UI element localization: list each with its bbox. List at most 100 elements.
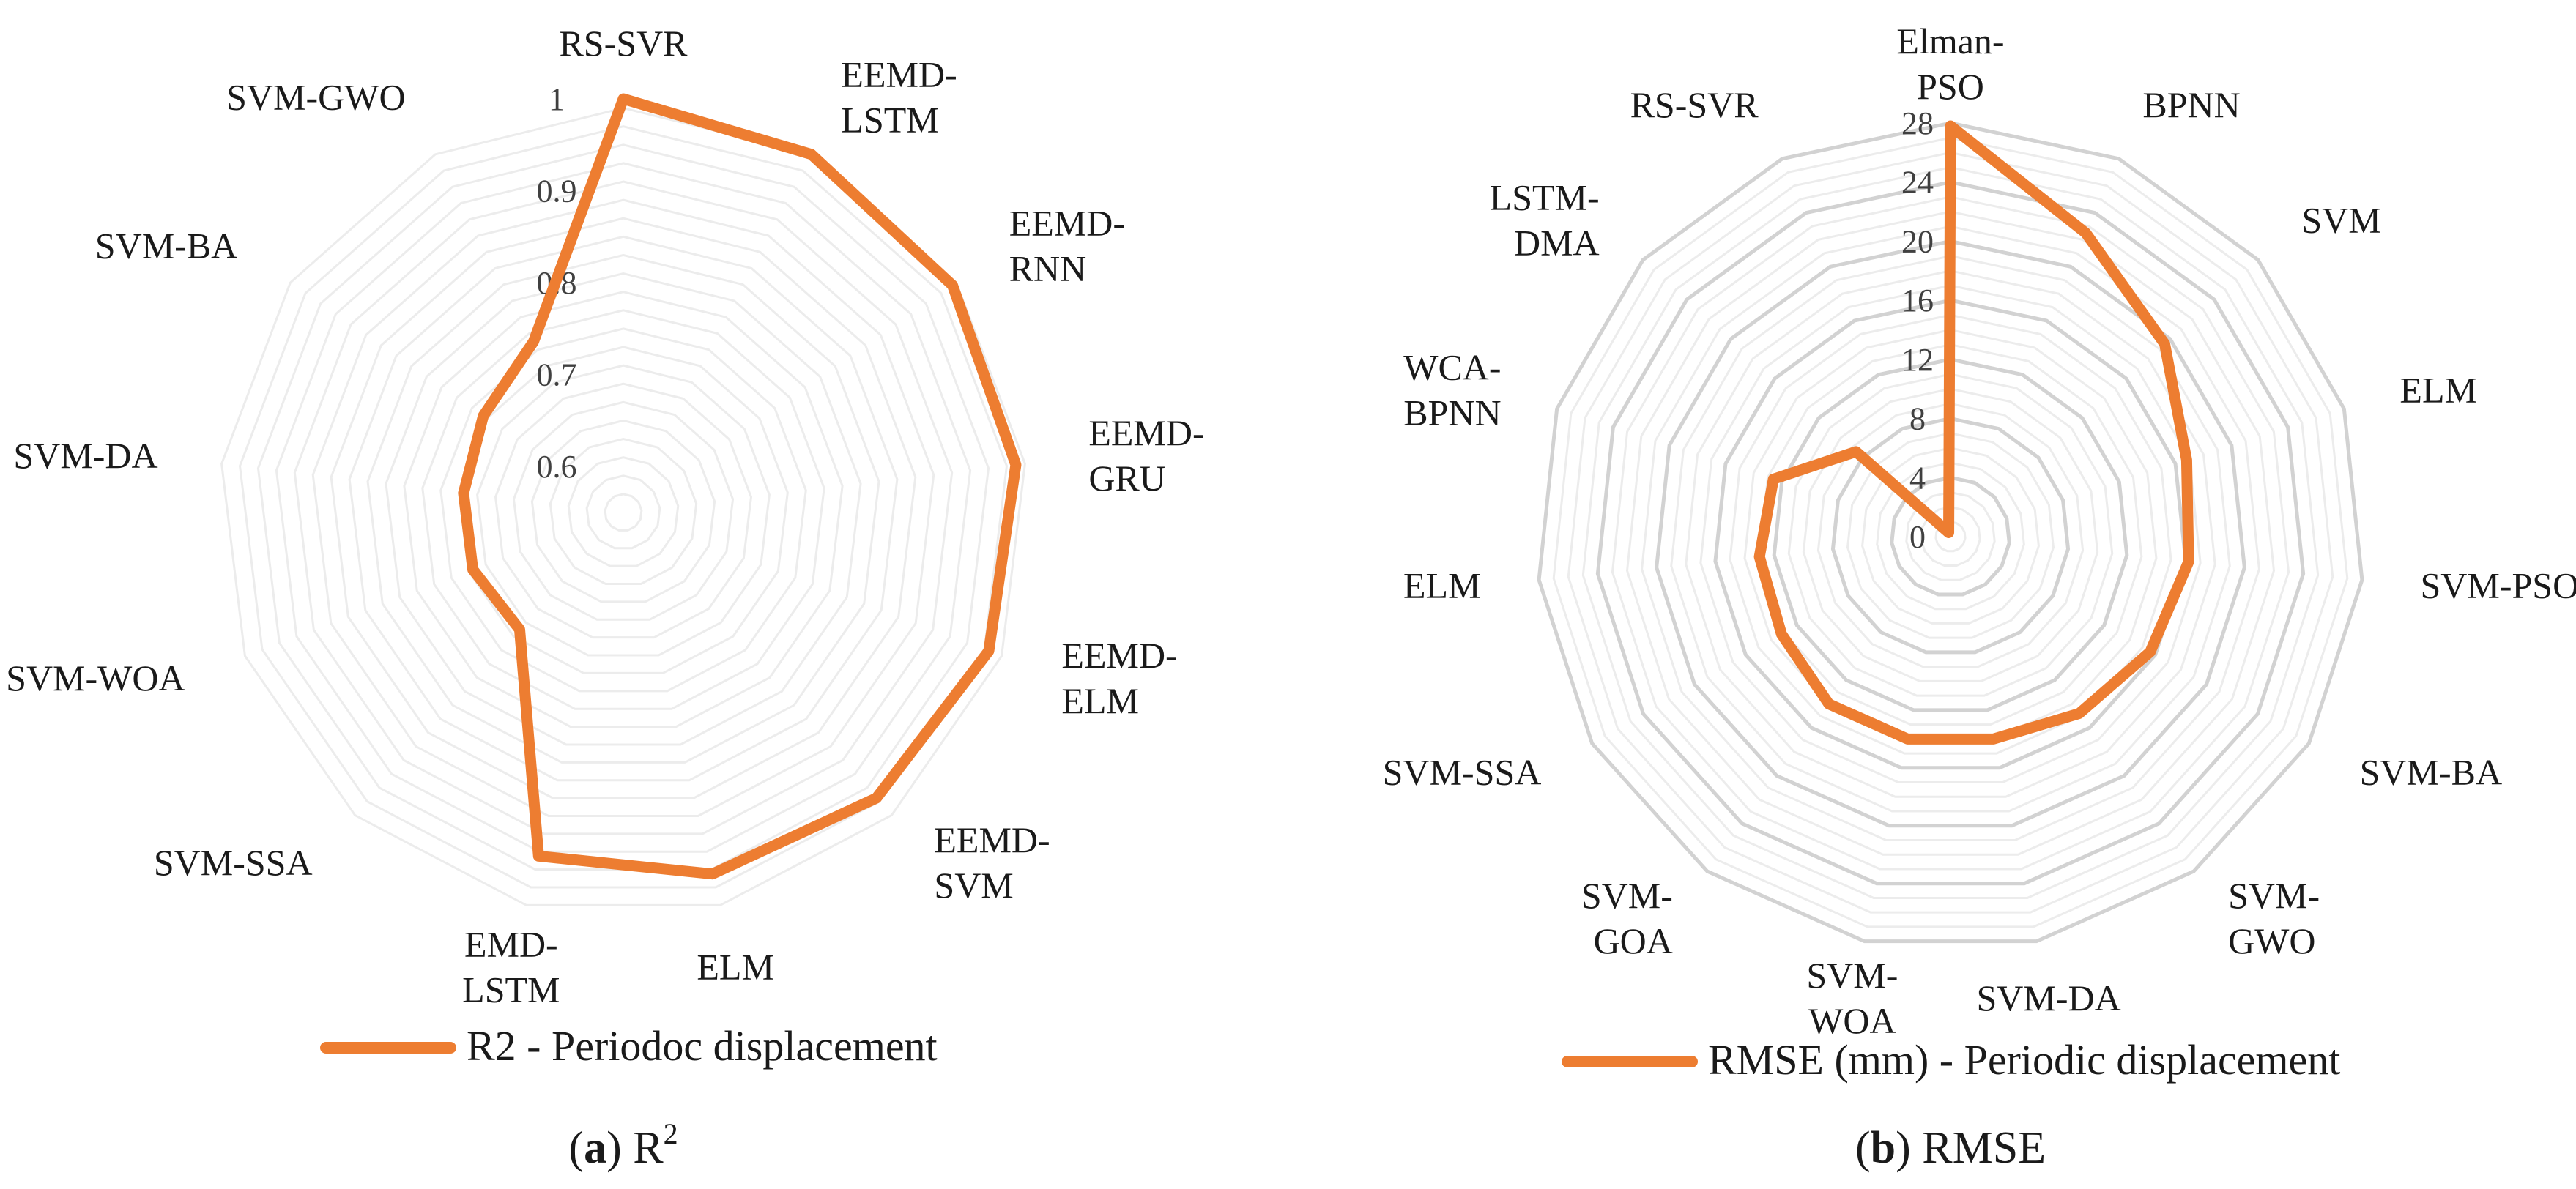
tick-label: 0.6	[537, 449, 577, 485]
category-label: SVM-DA	[13, 435, 157, 476]
category-label: EEMD-SVM	[934, 819, 1050, 906]
grid-ring-minor	[494, 382, 753, 639]
grid-ring-minor	[1670, 255, 2231, 813]
series-line	[1753, 120, 2194, 745]
category-label: BPNN	[2142, 84, 2240, 125]
grid-ring-minor	[567, 456, 680, 567]
category-labels: RS-SVR EEMD-LSTM EEMD-RNN EEMD-GRU EEMD-ELM E…	[6, 23, 1204, 1010]
grid-ring-minor	[604, 493, 643, 532]
category-label: SVM-WOA	[1806, 955, 1898, 1041]
category-label: SVM-BA	[95, 225, 237, 266]
grid-ring-minor	[403, 291, 844, 728]
grid-ring-major	[1713, 298, 2188, 770]
radial-tick-labels: 0 4 8 12 16 20 24 28	[1901, 105, 1934, 555]
legend-label: R2 - Periodoc displacement	[467, 1022, 938, 1070]
tick-label: 20	[1901, 223, 1934, 259]
category-label: SVM-GWO	[2228, 875, 2320, 961]
category-label: RS-SVR	[559, 23, 688, 64]
category-label: SVM-SSA	[1383, 752, 1542, 793]
tick-label: 0.7	[537, 357, 577, 393]
category-label: ELM	[2399, 370, 2477, 411]
grid-ring-major	[1537, 121, 2364, 944]
grid-ring-minor	[1816, 402, 2085, 668]
grid-ring-minor	[1567, 151, 2334, 914]
grid-ring-minor	[238, 125, 1009, 889]
panel-caption: (a) R2	[568, 1117, 678, 1173]
tick-label: 1	[549, 81, 565, 117]
grid-ring-major	[1595, 180, 2306, 886]
grid-ring-minor	[220, 107, 1026, 906]
category-label: EEMD-GRU	[1088, 412, 1204, 499]
legend: RMSE (mm) - Periodic displacement	[1562, 1036, 2340, 1084]
tick-label: 12	[1901, 342, 1934, 378]
grid-ring-minor	[549, 438, 698, 586]
category-label: LSTM-DMA	[1490, 176, 1600, 263]
radial-tick-labels: 0.60.70.80.91	[537, 81, 577, 485]
series-line	[458, 93, 1022, 880]
grid-ring-minor	[512, 400, 735, 621]
grid-ring-minor	[1846, 432, 2055, 639]
grid-ring-minor	[1920, 506, 1981, 567]
grid-ring-minor	[275, 162, 972, 853]
tick-label: 8	[1909, 401, 1926, 437]
grid-ring-minor	[476, 364, 771, 657]
grid-ring-minor	[1861, 447, 2040, 625]
tick-label: 0.9	[537, 174, 577, 209]
category-label: ELM	[1403, 564, 1481, 605]
grid-ring-minor	[348, 235, 899, 782]
category-label: SVM-GOA	[1581, 875, 1673, 961]
grid-ring-minor	[421, 309, 825, 710]
category-label: SVM-BA	[2360, 752, 2502, 793]
category-label: SVM-PSO	[2420, 564, 2576, 605]
category-label: WCA-BPNN	[1403, 347, 1501, 433]
panel-caption: (b) RMSE	[1855, 1123, 2046, 1173]
grid-ring-major	[1772, 357, 2129, 712]
grid-ring-minor	[1552, 136, 2349, 928]
grid-ring-minor	[1625, 210, 2276, 856]
tick-label: 4	[1909, 460, 1926, 496]
category-label: EEMD-RNN	[1009, 202, 1125, 288]
legend-label: RMSE (mm) - Periodic displacement	[1708, 1036, 2340, 1084]
category-label: SVM-SSA	[154, 842, 313, 883]
tick-label: 16	[1901, 283, 1934, 318]
tick-label: 0	[1909, 519, 1926, 555]
category-label: EMD-LSTM	[462, 923, 560, 1010]
grid-ring-minor	[1876, 461, 2025, 611]
grid-ring-minor	[1611, 195, 2290, 871]
grid-ring-minor	[366, 253, 880, 764]
category-label: SVM-DA	[1976, 977, 2120, 1018]
tick-label: 28	[1901, 105, 1934, 141]
grid-ring-minor	[1905, 491, 1996, 581]
radar-panel-a: 0.60.70.80.91RS-SVREEMD-LSTMEEMD-RNNEEMD…	[6, 23, 1204, 1173]
category-label: SVM-WOA	[6, 657, 185, 698]
radar-grid	[1537, 121, 2364, 944]
grid-ring-minor	[585, 474, 661, 550]
grid-ring-minor	[1581, 166, 2320, 899]
grid-ring-minor	[293, 180, 954, 835]
category-label: Elman-PSO	[1896, 20, 2004, 107]
grid-ring-major	[1830, 417, 2071, 655]
grid-ring-minor	[1641, 225, 2260, 841]
grid-ring-major	[1890, 475, 2011, 597]
category-label: EEMD-LSTM	[841, 53, 957, 140]
grid-ring-minor	[330, 217, 917, 800]
grid-ring-minor	[311, 198, 935, 817]
legend: R2 - Periodoc displacement	[320, 1022, 938, 1070]
grid-ring-minor	[1729, 313, 2172, 755]
grid-ring-minor	[458, 346, 789, 674]
grid-ring-minor	[439, 327, 807, 693]
grid-ring-minor	[1787, 373, 2114, 697]
grid-ring-minor	[530, 419, 716, 603]
category-label: SVM-GWO	[226, 76, 405, 117]
grid-ring-minor	[1758, 343, 2143, 726]
tick-label: 24	[1901, 165, 1934, 201]
category-label: ELM	[697, 946, 774, 987]
category-label: RS-SVR	[1630, 84, 1759, 125]
category-labels: Elman-PSO BPNN SVM ELM SVM-PSO SVM-BA SVM-GWO S…	[1383, 20, 2576, 1041]
grid-ring-minor	[1699, 284, 2202, 784]
category-label: SVM	[2301, 199, 2380, 240]
grid-ring-major	[1655, 239, 2246, 828]
category-label: EEMD-ELM	[1061, 635, 1177, 721]
